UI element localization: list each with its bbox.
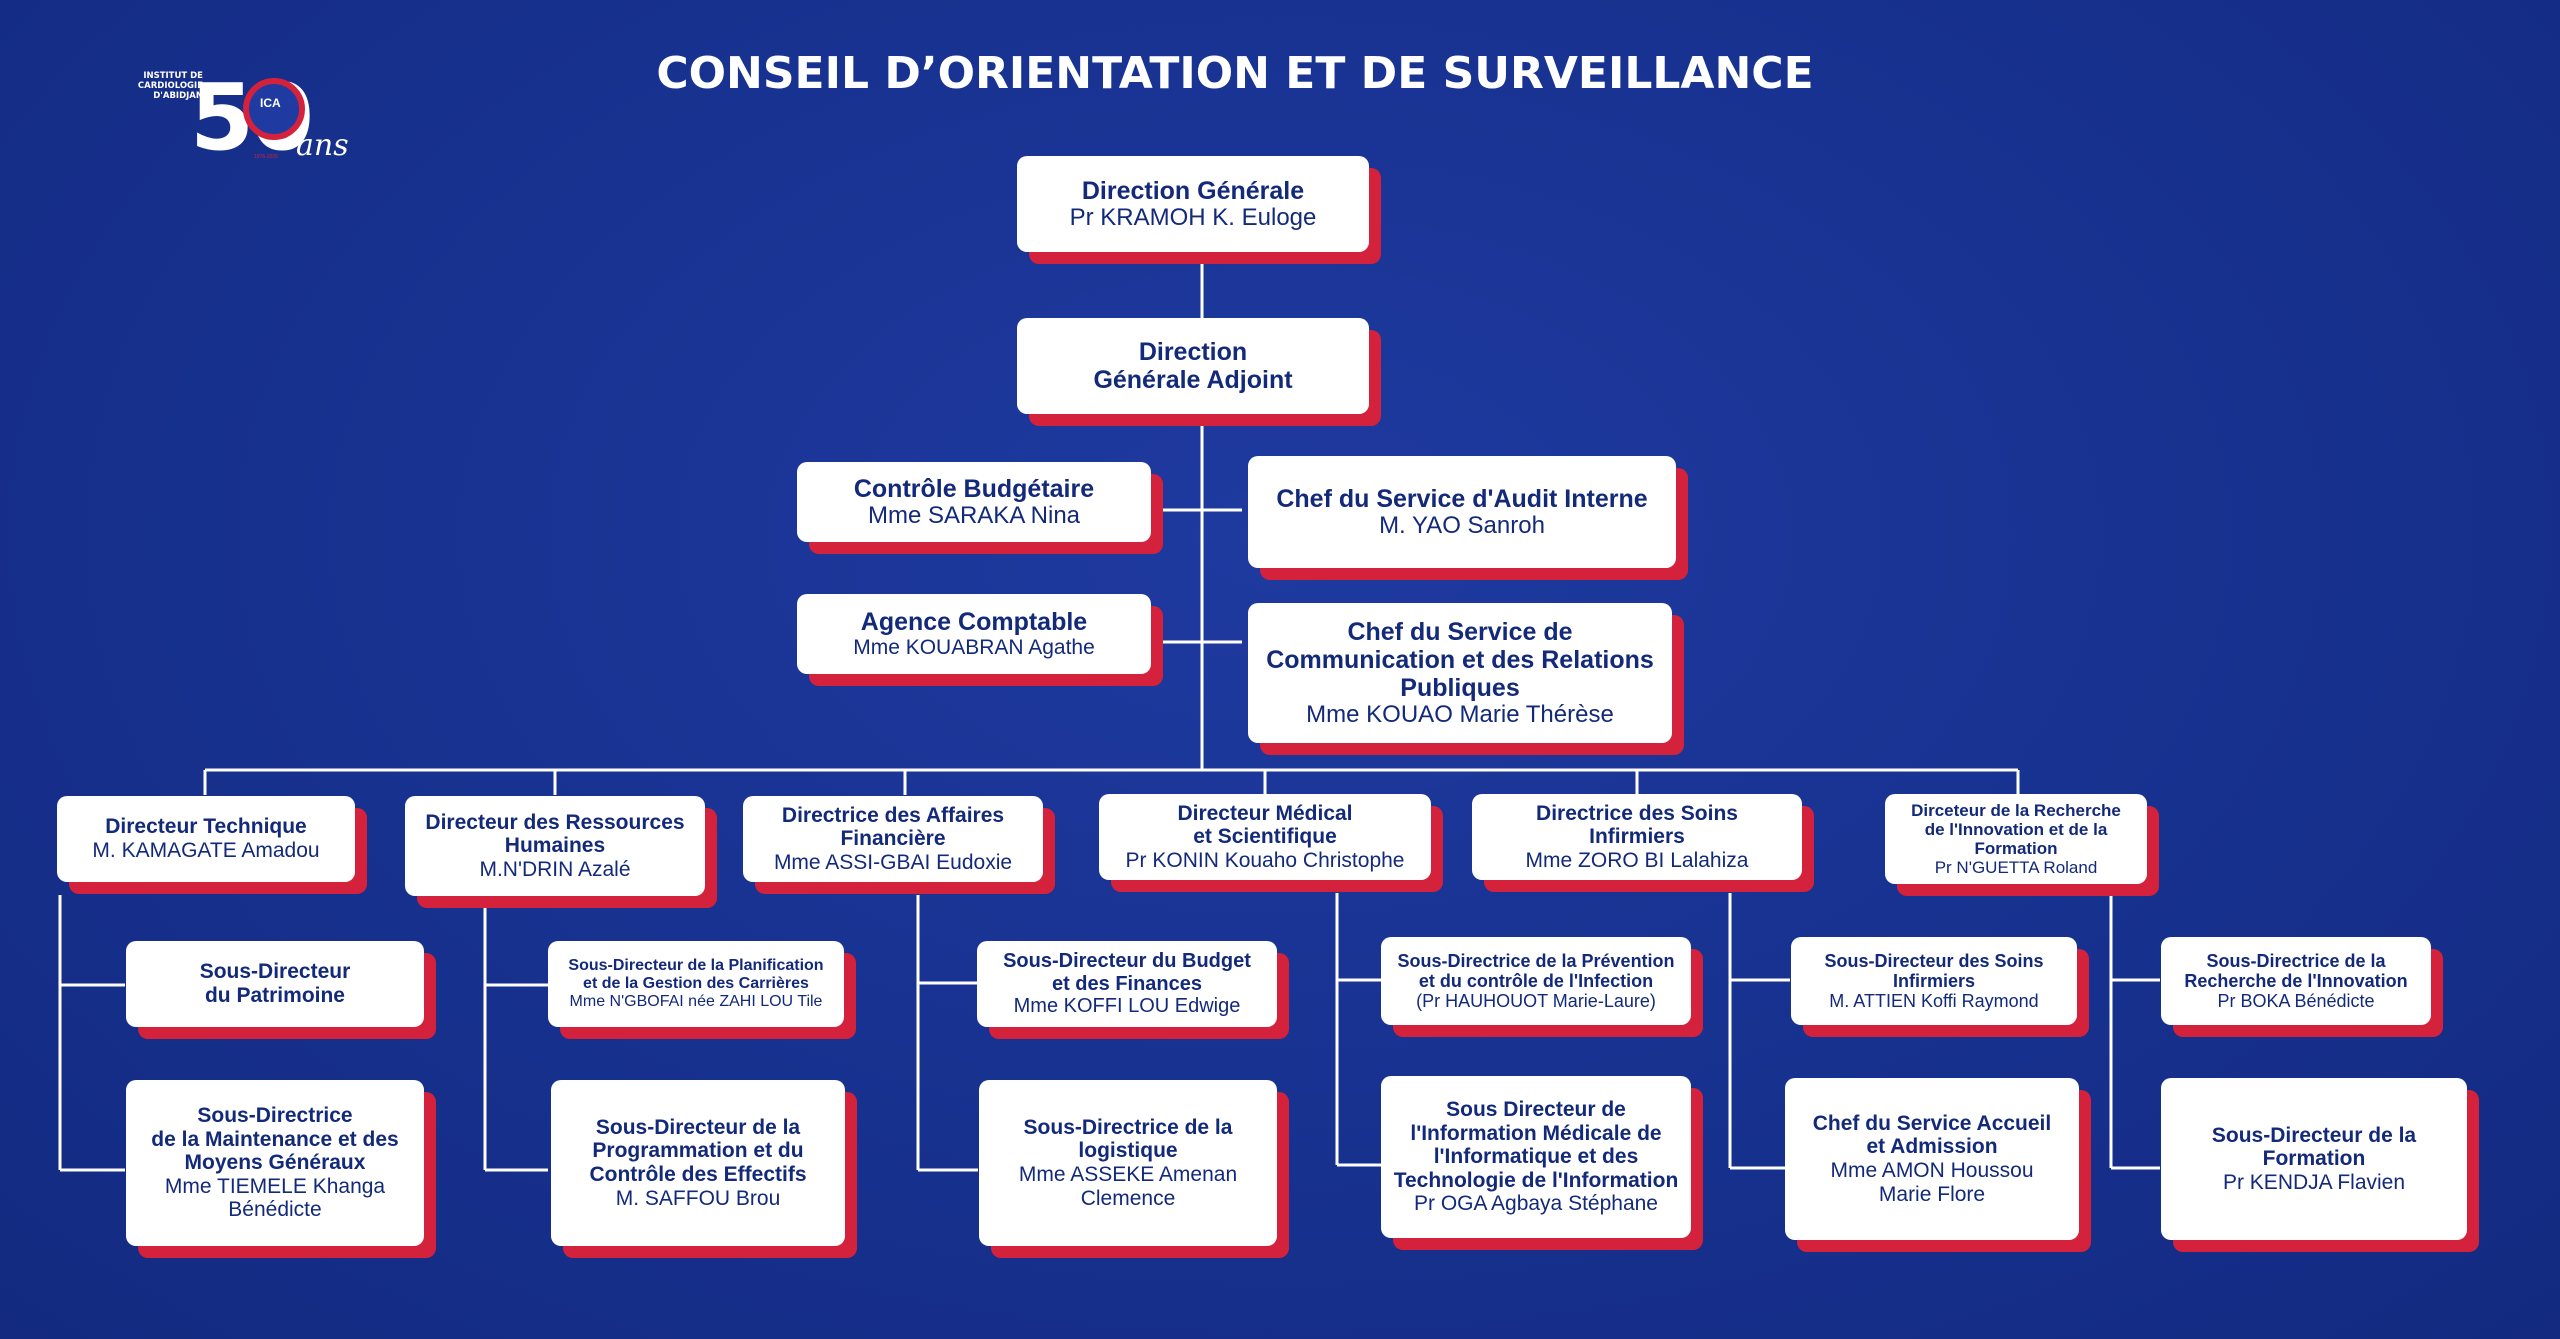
director-box-soins-infirmiers: Directrice des Soins Infirmiers Mme ZORO… <box>1472 794 1802 880</box>
box-name: M. ATTIEN Koffi Raymond <box>1829 991 2039 1012</box>
logo-years: 1976-2026 <box>254 154 278 160</box>
communication-box: Chef du Service de Communication et des … <box>1248 603 1672 743</box>
box-title: Directrice des Affaires Financière <box>781 803 1005 851</box>
box-name: Pr KENDJA Flavien <box>2222 1170 2406 1194</box>
box-name: Mme KOUABRAN Agathe <box>853 636 1095 660</box>
box-name: (Pr HAUHOUOT Marie-Laure) <box>1416 991 1656 1012</box>
box-title: Directrice des Soins Infirmiers <box>1536 801 1738 849</box>
heart-emblem-icon <box>243 78 305 140</box>
box-name: Mme AMON Houssou Marie Flore <box>1830 1159 2034 1206</box>
subdirector-box: Sous-Directrice de la Maintenance et des… <box>126 1080 424 1246</box>
direction-generale-box: Direction Générale Pr KRAMOH K. Euloge <box>1017 156 1369 252</box>
box-name: Pr KONIN Kouaho Christophe <box>1125 848 1405 872</box>
page-title: CONSEIL D’ORIENTATION ET DE SURVEILLANCE <box>656 48 1814 99</box>
box-title: Sous Directeur de l'Information Médicale… <box>1393 1098 1679 1192</box>
director-box-affaires-financieres: Directrice des Affaires Financière Mme A… <box>743 796 1043 882</box>
logo-acronym: ICA <box>260 96 281 110</box>
box-title: Direction Générale Adjoint <box>1093 338 1293 394</box>
box-title: Chef du Service d'Audit Interne <box>1276 484 1648 513</box>
audit-interne-box: Chef du Service d'Audit Interne M. YAO S… <box>1248 456 1676 568</box>
box-title: Sous-Directrice de la Recherche de l'Inn… <box>2184 950 2408 991</box>
agence-comptable-box: Agence Comptable Mme KOUABRAN Agathe <box>797 594 1151 674</box>
director-box-ressources-humaines: Directeur des Ressources Humaines M.N'DR… <box>405 796 705 896</box>
box-name: Mme KOFFI LOU Edwige <box>1013 995 1241 1018</box>
box-title: Contrôle Budgétaire <box>853 474 1095 503</box>
box-name: M. SAFFOU Brou <box>615 1186 781 1210</box>
box-name: Mme ZORO BI Lalahiza <box>1525 848 1749 872</box>
logo-institute-text: INSTITUT DE CARDIOLOGIE D'ABIDJAN <box>137 71 203 101</box>
box-title: Agence Comptable <box>860 608 1088 637</box>
subdirector-box: Sous Directeur de l'Information Médicale… <box>1381 1076 1691 1238</box>
box-title: Sous-Directeur de la Formation <box>2211 1123 2417 1171</box>
box-title: Chef du Service Accueil et Admission <box>1812 1111 2052 1159</box>
box-name: Pr KRAMOH K. Euloge <box>1069 203 1317 231</box>
box-title: Sous-Directeur de la Programmation et du… <box>589 1115 807 1186</box>
box-name: Pr OGA Agbaya Stéphane <box>1413 1192 1658 1216</box>
controle-budgetaire-box: Contrôle Budgétaire Mme SARAKA Nina <box>797 462 1151 542</box>
subdirector-box: Sous-Directeur du Patrimoine <box>126 941 424 1027</box>
subdirector-box: Sous-Directeur de la Planification et de… <box>548 941 844 1027</box>
box-title: Sous-Directrice de la Prévention et du c… <box>1397 950 1675 991</box>
box-title: Sous-Directeur de la Planification et de… <box>568 957 824 993</box>
subdirector-box: Chef du Service Accueil et Admission Mme… <box>1785 1078 2079 1240</box>
box-name: Mme TIEMELE Khanga Bénédicte <box>164 1174 386 1222</box>
subdirector-box: Sous-Directeur des Soins Infirmiers M. A… <box>1791 937 2077 1025</box>
subdirector-box: Sous-Directrice de la logistique Mme ASS… <box>979 1080 1277 1246</box>
box-title: Sous-Directeur des Soins Infirmiers <box>1824 950 2044 991</box>
box-title: Sous-Directeur du Patrimoine <box>199 960 351 1007</box>
box-name: Mme ASSI-GBAI Eudoxie <box>773 850 1013 874</box>
direction-generale-adjoint-box: Direction Générale Adjoint <box>1017 318 1369 414</box>
box-name: M. KAMAGATE Amadou <box>92 839 320 862</box>
director-box-medical: Directeur Médical et Scientifique Pr KON… <box>1099 794 1431 880</box>
box-title: Directeur des Ressources Humaines <box>425 810 685 858</box>
subdirector-box: Sous-Directeur de la Programmation et du… <box>551 1080 845 1246</box>
subdirector-box: Sous-Directrice de la Recherche de l'Inn… <box>2161 937 2431 1025</box>
ica-50-years-logo: INSTITUT DE CARDIOLOGIE D'ABIDJAN 50 ICA… <box>128 64 349 178</box>
box-name: Pr N'GUETTA Roland <box>1934 858 2098 878</box>
box-title: Sous-Directeur du Budget et des Finances <box>1003 950 1251 995</box>
box-title: Direction Générale <box>1081 176 1305 205</box>
logo-suffix: ans <box>296 128 349 163</box>
box-title: Chef du Service de Communication et des … <box>1266 617 1654 702</box>
director-box-recherche: Dirceteur de la Recherche de l'Innovatio… <box>1885 794 2147 884</box>
box-name: M. YAO Sanroh <box>1379 511 1545 539</box>
subdirector-box: Sous-Directeur du Budget et des Finances… <box>977 941 1277 1027</box>
box-name: M.N'DRIN Azalé <box>479 857 631 881</box>
box-name: Mme ASSEKE Amenan Clemence <box>1018 1163 1238 1210</box>
subdirector-box: Sous-Directeur de la Formation Pr KENDJA… <box>2161 1078 2467 1240</box>
box-name: Mme SARAKA Nina <box>867 501 1081 529</box>
box-title: Directeur Médical et Scientifique <box>1177 801 1353 849</box>
box-name: Pr BOKA Bénédicte <box>2217 991 2375 1012</box>
box-title: Directeur Technique <box>105 815 307 839</box>
box-title: Sous-Directrice de la logistique <box>1023 1115 1233 1163</box>
subdirector-box: Sous-Directrice de la Prévention et du c… <box>1381 937 1691 1025</box>
box-name: Mme N'GBOFAI née ZAHI LOU Tile <box>569 992 823 1010</box>
box-title: Sous-Directrice de la Maintenance et des… <box>151 1104 399 1175</box>
director-box-technique: Directeur Technique M. KAMAGATE Amadou <box>57 796 355 882</box>
box-title: Dirceteur de la Recherche de l'Innovatio… <box>1911 800 2121 858</box>
box-name: Mme KOUAO Marie Thérèse <box>1306 700 1614 728</box>
